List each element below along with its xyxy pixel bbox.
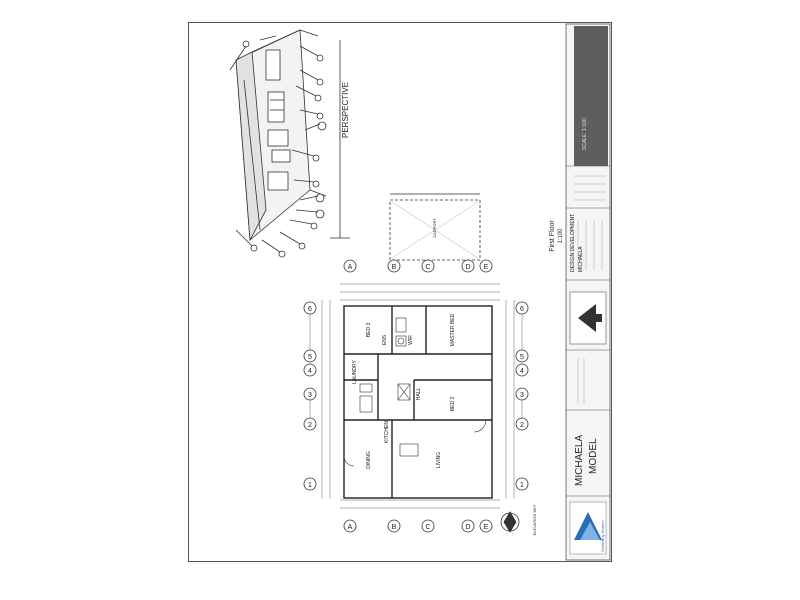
brand-name: SmartBuy Homes xyxy=(600,521,605,552)
room-living-label: LIVING xyxy=(436,452,442,469)
room-kitchen-label: KITCHEN xyxy=(384,421,390,443)
grid-number-4-left: 4 xyxy=(308,368,312,375)
model-name-line1: MICHAELA xyxy=(574,435,585,486)
room-ens-label: ENS xyxy=(382,334,388,345)
carport-outline xyxy=(389,193,481,261)
grid-number-4-right: 4 xyxy=(520,368,524,375)
elevation-key-symbol xyxy=(500,511,520,533)
title-block xyxy=(565,23,611,561)
room-laundry-label: LAUNDRY xyxy=(352,359,358,383)
room-master-bed-label: MASTER BED xyxy=(450,313,456,346)
grid-number-1-right: 1 xyxy=(520,482,524,489)
room-bed2-label: BED 2 xyxy=(450,397,456,412)
room-dining-label: DINING xyxy=(366,451,372,469)
design-development-label: DESIGN DEVELOPMENT xyxy=(570,214,576,272)
perspective-label: PERSPECTIVE xyxy=(341,82,350,138)
grid-number-3-right: 3 xyxy=(520,392,524,399)
perspective-drawing xyxy=(229,29,350,258)
side-grid-bubbles xyxy=(303,301,529,491)
grid-number-2-left: 2 xyxy=(308,422,312,429)
grid-letter-c-bottom: C xyxy=(425,524,430,531)
floor-plan-walls xyxy=(343,305,493,499)
fixtures xyxy=(343,317,487,467)
carport-label: CARPORT xyxy=(432,218,437,238)
grid-letter-b-top: B xyxy=(392,264,397,271)
grid-number-2-right: 2 xyxy=(520,422,524,429)
bottom-grid-bubbles xyxy=(343,519,493,533)
north-arrow-icon xyxy=(569,291,607,345)
smartbuy-logo-icon xyxy=(569,501,607,555)
grid-letter-a-bottom: A xyxy=(348,524,353,531)
model-name-line2: MODEL xyxy=(588,438,599,474)
grid-number-5-right: 5 xyxy=(520,354,524,361)
grid-number-1-left: 1 xyxy=(308,482,312,489)
room-bed3-label: BED 3 xyxy=(366,323,372,338)
elevation-key-label: ELEVATION KEY xyxy=(532,504,537,535)
grid-letter-b-bottom: B xyxy=(392,524,397,531)
floor-heading: First Floor xyxy=(549,220,556,252)
room-hall-label: HALL xyxy=(416,388,422,401)
grid-letter-a-top: A xyxy=(348,264,353,271)
scale-note: SCALE: 1:100 xyxy=(582,118,588,150)
top-grid-bubbles xyxy=(343,259,493,273)
grid-number-6-left: 6 xyxy=(308,306,312,313)
grid-letter-d-bottom: D xyxy=(465,524,470,531)
dimension-lines xyxy=(309,283,523,509)
grid-letter-e-bottom: E xyxy=(484,524,489,531)
grid-number-6-right: 6 xyxy=(520,306,524,313)
room-wir-label: WIR xyxy=(408,335,414,345)
grid-letter-d-top: D xyxy=(465,264,470,271)
grid-letter-e-top: E xyxy=(484,264,489,271)
grid-number-3-left: 3 xyxy=(308,392,312,399)
grid-letter-c-top: C xyxy=(425,264,430,271)
floor-scale: 1:100 xyxy=(558,228,564,244)
design-name-label: MICHAELA xyxy=(578,246,584,272)
grid-number-5-left: 5 xyxy=(308,354,312,361)
